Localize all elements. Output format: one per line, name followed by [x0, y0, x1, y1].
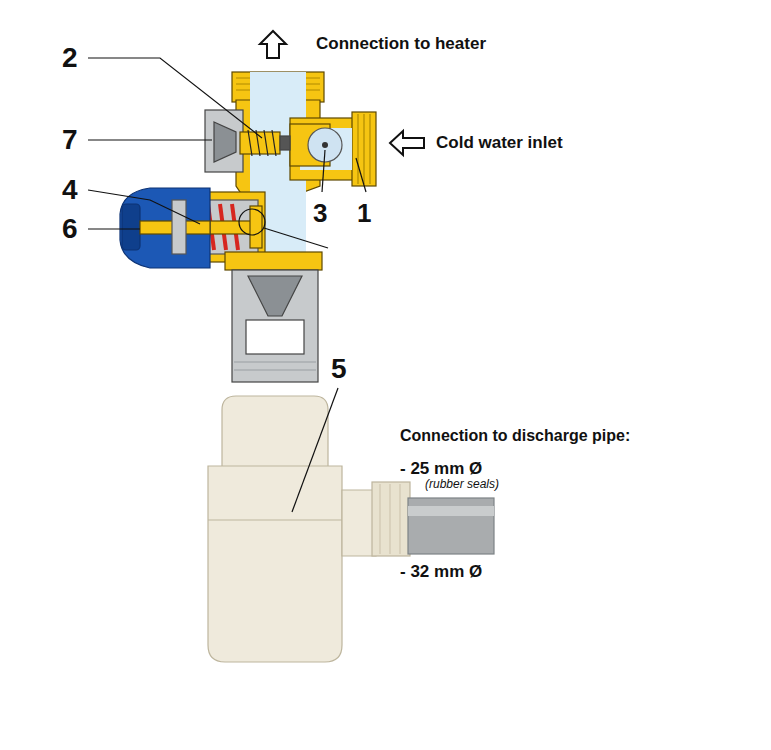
inlet-arm [290, 118, 354, 180]
drain-cone [248, 276, 302, 316]
side-arm [342, 490, 376, 556]
flow-arrow [390, 131, 424, 155]
blue-knob [120, 188, 210, 268]
drain-fitting [225, 252, 322, 382]
callout-number: 5 [331, 355, 347, 383]
callout-number: 4 [62, 176, 78, 204]
funnel-body [208, 466, 342, 662]
leader-line [322, 150, 325, 192]
detail-ring [239, 209, 265, 235]
knob-face [122, 204, 140, 250]
nut-ridges [380, 484, 400, 554]
callout-number: 1 [357, 200, 371, 226]
non-return-valve [205, 110, 290, 172]
discharge-pipe [408, 498, 494, 554]
outlet-nut [225, 252, 322, 270]
drain-window [246, 320, 304, 354]
piston-spring [248, 130, 276, 156]
pipe-size: - 25 mm Ø [400, 460, 482, 477]
leader-line [356, 158, 366, 192]
valve-cone [214, 122, 236, 162]
flow-label: Connection to heater [316, 35, 486, 52]
valve-body [232, 72, 376, 256]
leader-line [264, 228, 328, 248]
drain-tube [232, 270, 318, 382]
thread-lines [234, 362, 316, 370]
leader-line [88, 58, 262, 138]
seam-line [208, 519, 342, 520]
flow-label: Cold water inlet [436, 134, 563, 151]
leader-line [292, 388, 338, 512]
piston-seal [280, 136, 290, 150]
flow-arrow [260, 31, 286, 58]
spring-plate [172, 200, 186, 254]
callout-number: 2 [62, 44, 78, 72]
leader-lines [88, 58, 366, 512]
note: (rubber seals) [425, 478, 499, 490]
ball-centre [322, 142, 328, 148]
callout-number: 3 [313, 200, 327, 226]
leader-line [88, 190, 200, 224]
inlet-nut [352, 112, 376, 186]
callout-number: 7 [62, 126, 78, 154]
pipe-nut [372, 482, 410, 556]
callout-number: 6 [62, 215, 78, 243]
pipe-size: - 32 mm Ø [400, 563, 482, 580]
leader-line [88, 228, 140, 229]
pipe-highlight [408, 506, 494, 516]
thread-lines [358, 114, 370, 184]
leader-line [88, 139, 212, 140]
connection-heading: Connection to discharge pipe: [400, 428, 630, 444]
